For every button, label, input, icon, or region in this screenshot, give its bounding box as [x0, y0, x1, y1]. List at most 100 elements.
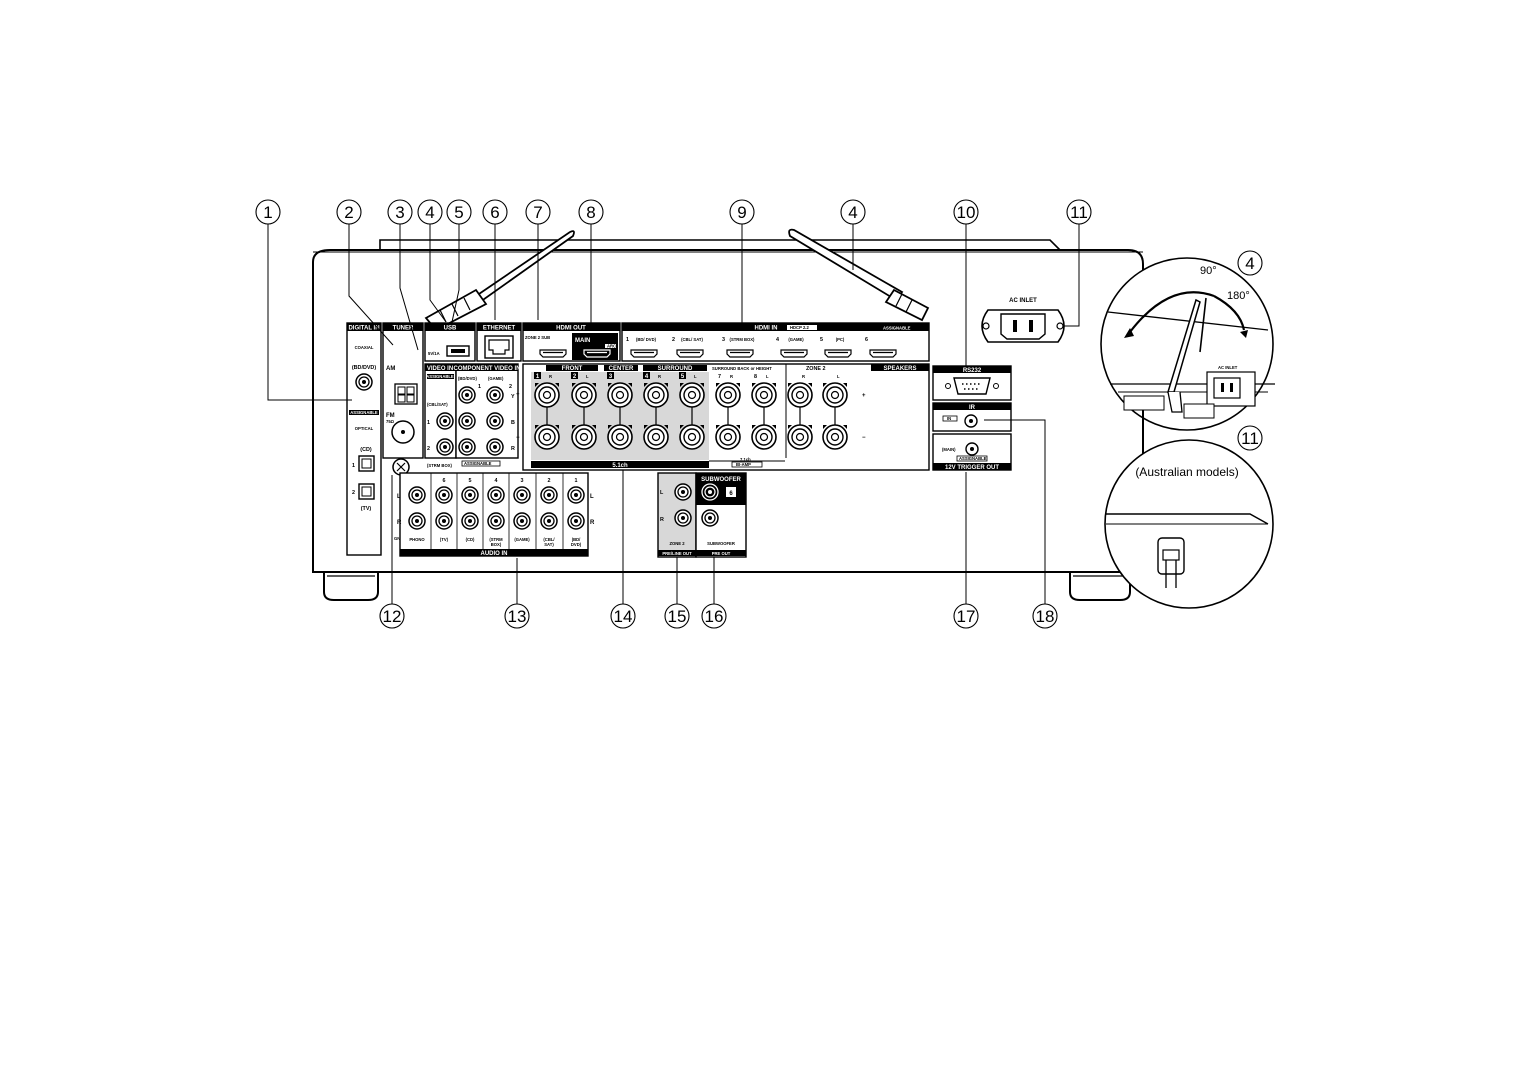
speaker-col-1-side-label: L	[586, 374, 589, 379]
audio-in-l-jack[interactable]	[487, 486, 505, 504]
digital-in-section: DIGITAL IN COAXIAL (BD/DVD) ASSIGNABLE O…	[346, 322, 382, 556]
audio-in-l-jack[interactable]	[513, 486, 531, 504]
speaker-post-plus[interactable]	[571, 382, 597, 408]
video-cbl-sat-label: (CBL/SAT)	[427, 402, 448, 407]
audio-in-name-1: (TV)	[440, 537, 449, 542]
component-1-pb-jack[interactable]	[458, 412, 476, 430]
audio-in-l-jack[interactable]	[435, 486, 453, 504]
audio-in-l-right: L	[590, 494, 594, 500]
hdmi-in-3-port[interactable]	[726, 349, 754, 358]
component-2-y-jack[interactable]	[486, 386, 504, 404]
audio-in-l-jack[interactable]	[540, 486, 558, 504]
speaker-post-minus[interactable]	[571, 424, 597, 450]
audio-in-r-jack[interactable]	[408, 512, 426, 530]
audio-in-r-jack[interactable]	[540, 512, 558, 530]
hdmi-in-4-port[interactable]	[780, 349, 808, 358]
zone2-pre-l-label: L	[660, 490, 664, 496]
am-antenna-terminal[interactable]	[394, 383, 418, 405]
speaker-post-minus[interactable]	[787, 424, 813, 450]
rs232-port[interactable]	[945, 377, 999, 395]
ac-inlet-section: AC INLET	[981, 298, 1065, 343]
callout-11b: 11	[1241, 429, 1259, 448]
audio-in-r-jack[interactable]	[435, 512, 453, 530]
speaker-post-plus[interactable]	[607, 382, 633, 408]
hdcp-label: HDCP 2.2	[790, 325, 809, 330]
audio-in-l-jack[interactable]	[461, 486, 479, 504]
speaker-post-plus[interactable]	[822, 382, 848, 408]
callout-4c: 4	[1245, 254, 1254, 273]
speaker-post-minus[interactable]	[679, 424, 705, 450]
audio-in-name-3: (STRM	[489, 537, 503, 542]
speakers-section: SPEAKERS FRONT CENTER SURROUND SURROUND …	[516, 363, 930, 471]
component-2-label: 2	[509, 384, 512, 390]
rs232-section: RS232	[932, 365, 1012, 401]
audio-in-r-jack[interactable]	[513, 512, 531, 530]
hdmi-in-section: HDMI IN HDCP 2.2 ASSIGNABLE 1(BD/ DVD)2(…	[621, 322, 930, 362]
callout-9: 9	[737, 203, 746, 222]
speaker-col-5-side-label: R	[730, 374, 733, 379]
speaker-channel-5-badge: 5	[681, 374, 685, 380]
ethernet-section: ETHERNET	[476, 322, 522, 362]
speaker-post-minus[interactable]	[751, 424, 777, 450]
speaker-post-plus[interactable]	[643, 382, 669, 408]
audio-in-r-jack[interactable]	[487, 512, 505, 530]
speaker-post-plus[interactable]	[534, 382, 560, 408]
hdmi-in-5-port[interactable]	[824, 349, 852, 358]
speaker-plus-left: +	[516, 392, 520, 398]
antenna-right[interactable]	[788, 228, 930, 322]
ethernet-title: ETHERNET	[483, 326, 516, 332]
surround-back-label: SURROUND BACK or HEIGHT	[712, 366, 772, 371]
callout-4b: 4	[848, 203, 857, 222]
speaker-minus-left: −	[516, 435, 520, 441]
speaker-post-minus[interactable]	[822, 424, 848, 450]
component-2-pb-jack[interactable]	[486, 412, 504, 430]
subwoofer-1-jack[interactable]	[701, 483, 719, 501]
speaker-post-plus[interactable]	[715, 382, 741, 408]
speaker-post-plus[interactable]	[787, 382, 813, 408]
usb-rating-label: 5V/1A	[428, 351, 440, 356]
hdmi-in-1-port[interactable]	[630, 349, 658, 358]
coaxial-bd-dvd-label: (BD/DVD)	[352, 365, 376, 371]
video-in-2-jack[interactable]	[436, 438, 454, 456]
video-1-label: 1	[427, 420, 430, 426]
optical-2-label: 2	[352, 490, 355, 496]
zone2-pre-r-jack[interactable]	[674, 509, 692, 527]
component-1-pr-jack[interactable]	[458, 438, 476, 456]
speaker-post-minus[interactable]	[643, 424, 669, 450]
fm-ohm-label: 75Ω	[386, 419, 395, 424]
callout-12: 12	[383, 607, 402, 626]
hdmi-out-zone2-sub-port[interactable]	[539, 349, 567, 358]
speaker-post-minus[interactable]	[607, 424, 633, 450]
leader-lines	[267, 224, 1080, 604]
speaker-post-minus[interactable]	[715, 424, 741, 450]
hdmi-in-6-port[interactable]	[869, 349, 897, 358]
component-game-label: (GAME)	[488, 376, 504, 381]
video-in-section: VIDEO IN ASSIGNABLE (CBL/SAT) 1 2 (STRM …	[424, 363, 457, 468]
coaxial-jack[interactable]	[355, 373, 373, 391]
speaker-post-plus[interactable]	[751, 382, 777, 408]
audio-in-name-5: (CBL/	[543, 537, 555, 542]
audio-in-3-number: 3	[521, 478, 524, 484]
coaxial-label: COAXIAL	[355, 345, 374, 350]
audio-in-r-jack[interactable]	[461, 512, 479, 530]
audio-in-l-jack[interactable]	[567, 486, 585, 504]
speaker-channel-7-label: 7	[718, 374, 721, 380]
audio-in-l-jack[interactable]	[408, 486, 426, 504]
ac-inlet-socket[interactable]	[981, 309, 1065, 343]
audio-in-name-4: (GAME)	[514, 537, 530, 542]
audio-in-r-jack[interactable]	[567, 512, 585, 530]
callout-14: 14	[614, 607, 633, 626]
hdmi-in-ports: 1(BD/ DVD)2(CBL/ SAT)3(STRM BOX)4(GAME)5…	[626, 337, 897, 358]
ethernet-port[interactable]	[484, 335, 514, 359]
component-2-pr-jack[interactable]	[486, 438, 504, 456]
component-1-y-jack[interactable]	[458, 386, 476, 404]
video-in-1-jack[interactable]	[436, 412, 454, 430]
speaker-post-minus[interactable]	[534, 424, 560, 450]
hdmi-in-3-number: 3	[722, 337, 725, 343]
zone2-pre-l-jack[interactable]	[674, 483, 692, 501]
hdmi-in-2-port[interactable]	[676, 349, 704, 358]
subwoofer-2-jack[interactable]	[701, 509, 719, 527]
component-pr-label: R	[511, 446, 515, 452]
speaker-post-plus[interactable]	[679, 382, 705, 408]
audio-in-1-number: 1	[575, 478, 578, 484]
